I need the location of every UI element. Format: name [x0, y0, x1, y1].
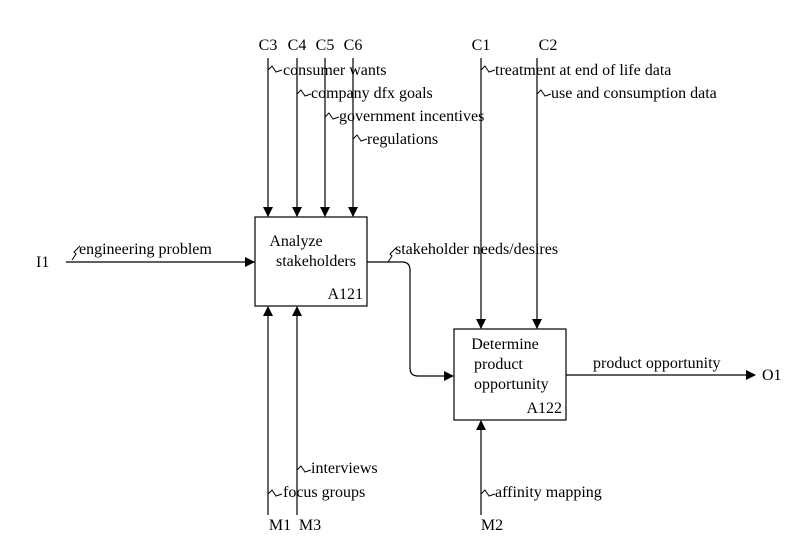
squiggle-consumer-wants [267, 65, 283, 73]
label-c6: C6 [344, 37, 363, 54]
label-c5: C5 [316, 37, 335, 54]
squiggle-interviews [296, 465, 312, 473]
activity-box-a121 [254, 216, 368, 307]
activity-box-a122 [453, 328, 567, 421]
label-c2: C2 [539, 37, 558, 54]
squiggle-government [324, 112, 340, 120]
arrow-label-stakeholder-needs: stakeholder needs/desires [395, 241, 558, 258]
squiggle-treatment [480, 65, 496, 73]
arrow-label-company-dfx-goals: company dfx goals [311, 85, 433, 102]
label-m3: M3 [299, 517, 321, 534]
label-c4: C4 [288, 37, 307, 54]
a121-node-number: A121 [327, 286, 363, 303]
label-o1: O1 [762, 367, 782, 384]
label-c1: C1 [472, 37, 491, 54]
label-m2: M2 [481, 517, 503, 534]
squiggle-stakeholder-needs [387, 247, 397, 263]
a122-title-line2: product [474, 356, 523, 373]
arrow-label-interviews: interviews [311, 460, 378, 477]
arrow-label-focus-groups: focus groups [283, 484, 365, 501]
arrow-label-regulations: regulations [367, 131, 438, 148]
squiggle-focus-groups [267, 489, 283, 497]
arrow-label-affinity-mapping: affinity mapping [495, 484, 602, 501]
label-i1: I1 [36, 254, 49, 271]
arrow-label-government-incentives: government incentives [339, 108, 484, 125]
a122-title-line1: Determine [471, 336, 539, 353]
arrow-label-engineering-problem: engineering problem [79, 241, 212, 258]
squiggle-company-dfx [296, 89, 312, 97]
arrow-label-treatment-eol: treatment at end of life data [495, 62, 671, 79]
squiggle-affinity [480, 489, 496, 497]
arrow-label-use-consumption: use and consumption data [551, 85, 717, 102]
a122-title-line3: opportunity [474, 376, 549, 393]
flow-arrow-stakeholder-needs [367, 261, 454, 381]
label-m1: M1 [269, 517, 291, 534]
a121-title-line2: stakeholders [276, 253, 356, 270]
label-c3: C3 [259, 37, 278, 54]
squiggle-engineering-problem [71, 245, 81, 261]
a122-node-number: A122 [526, 400, 562, 417]
a121-title-line1: Analyze [269, 233, 322, 250]
arrow-label-consumer-wants: consumer wants [283, 62, 387, 79]
squiggle-regulations [352, 134, 368, 142]
arrow-label-product-opportunity: product opportunity [593, 355, 721, 372]
squiggle-use-consumption [536, 89, 552, 97]
